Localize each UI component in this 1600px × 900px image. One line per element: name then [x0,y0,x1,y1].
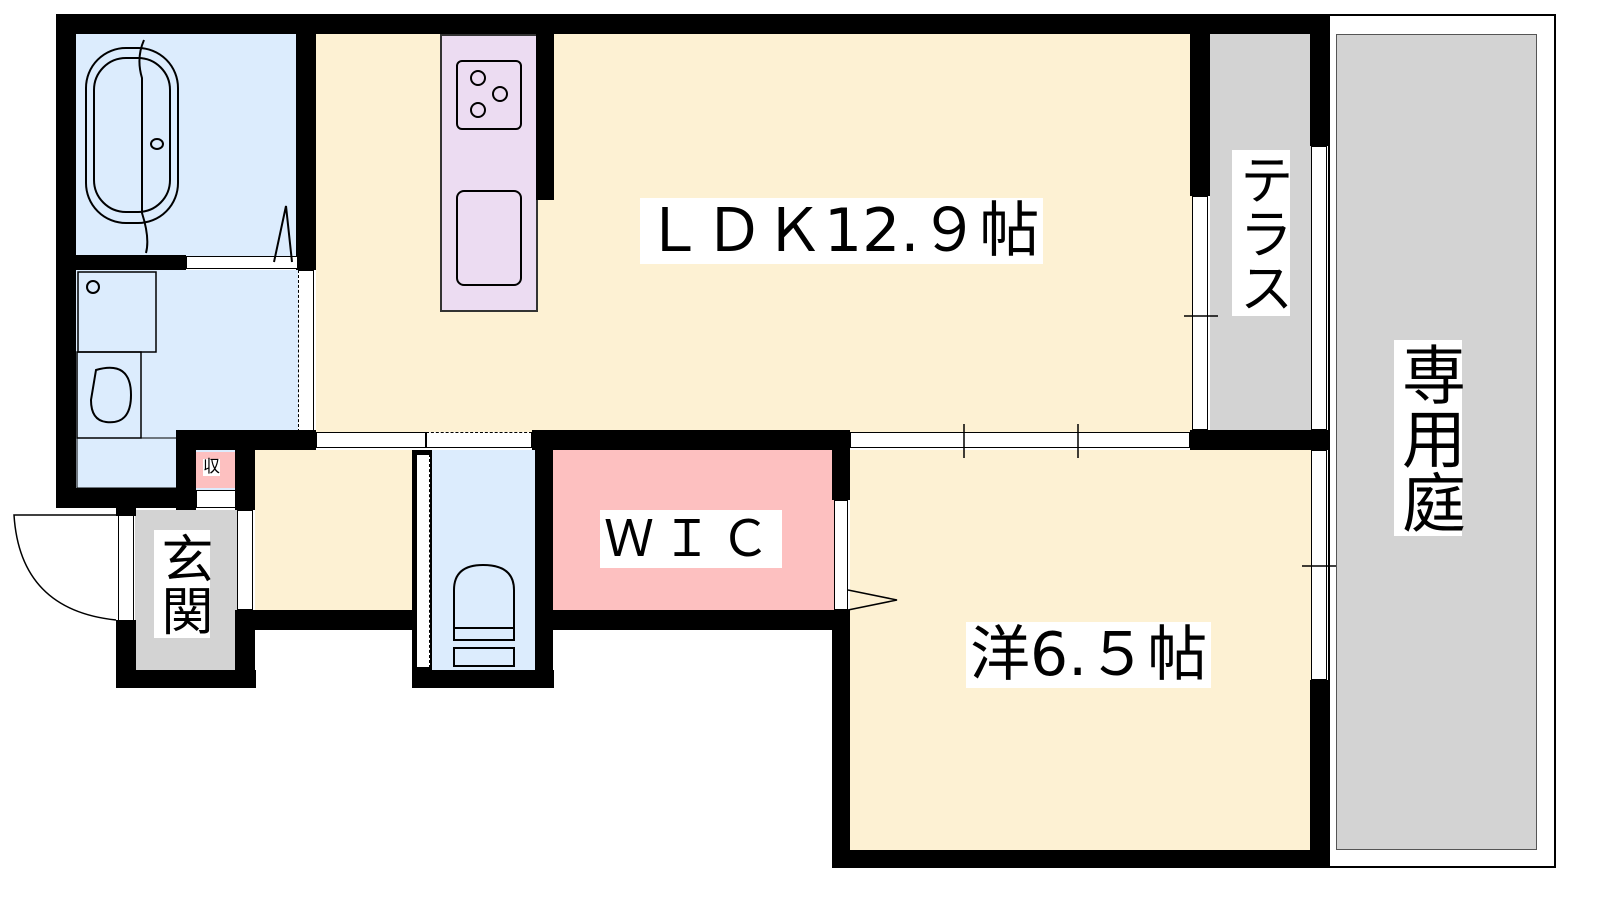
hallway [255,450,413,612]
ldk-label: ＬＤＫ12.９帖 [640,198,1044,264]
wall [536,34,554,200]
wall [235,450,255,510]
wall [412,670,554,688]
terrace-window[interactable] [1192,196,1208,430]
wall [1190,34,1210,196]
entrance-opening[interactable] [237,510,253,610]
terrace-label: テラス [1230,150,1293,316]
wall [832,610,850,868]
wall [56,14,76,508]
toilet-room [432,450,536,672]
wall [116,670,256,688]
stove-icon [456,60,522,130]
wall [1310,680,1328,868]
wall [1310,14,1328,146]
ldk-sliding-door[interactable] [426,432,532,448]
wall [235,610,255,688]
western-window[interactable] [1311,450,1327,680]
toilet-sliding-door[interactable] [416,454,430,668]
wall [553,610,850,630]
ldk-door[interactable] [316,432,426,448]
wall [56,14,1328,34]
wall [296,34,316,270]
wall [176,430,316,450]
wall [116,508,136,516]
bathroom [76,34,296,256]
sink-icon [456,190,522,286]
wall [832,450,850,500]
wall [1190,430,1328,450]
wall [532,430,850,450]
toilet-icon [453,563,515,667]
entrance-label: 玄関 [152,530,212,638]
wic-label: ＷＩＣ [600,510,782,568]
storage-label: 収 [203,457,220,477]
window[interactable] [1311,146,1327,430]
wall [255,610,413,630]
western-room-label: 洋6.５帖 [966,622,1212,688]
bath-door[interactable] [186,256,298,269]
room-sliding-doors[interactable] [850,432,1190,448]
wall [832,850,1328,868]
bathtub-icon [85,39,179,254]
wall [76,255,186,270]
burners-icon [470,70,508,118]
wall [535,450,553,688]
garden-label: 専用庭 [1391,340,1465,536]
wic-door[interactable] [834,500,848,610]
wall [56,488,196,508]
